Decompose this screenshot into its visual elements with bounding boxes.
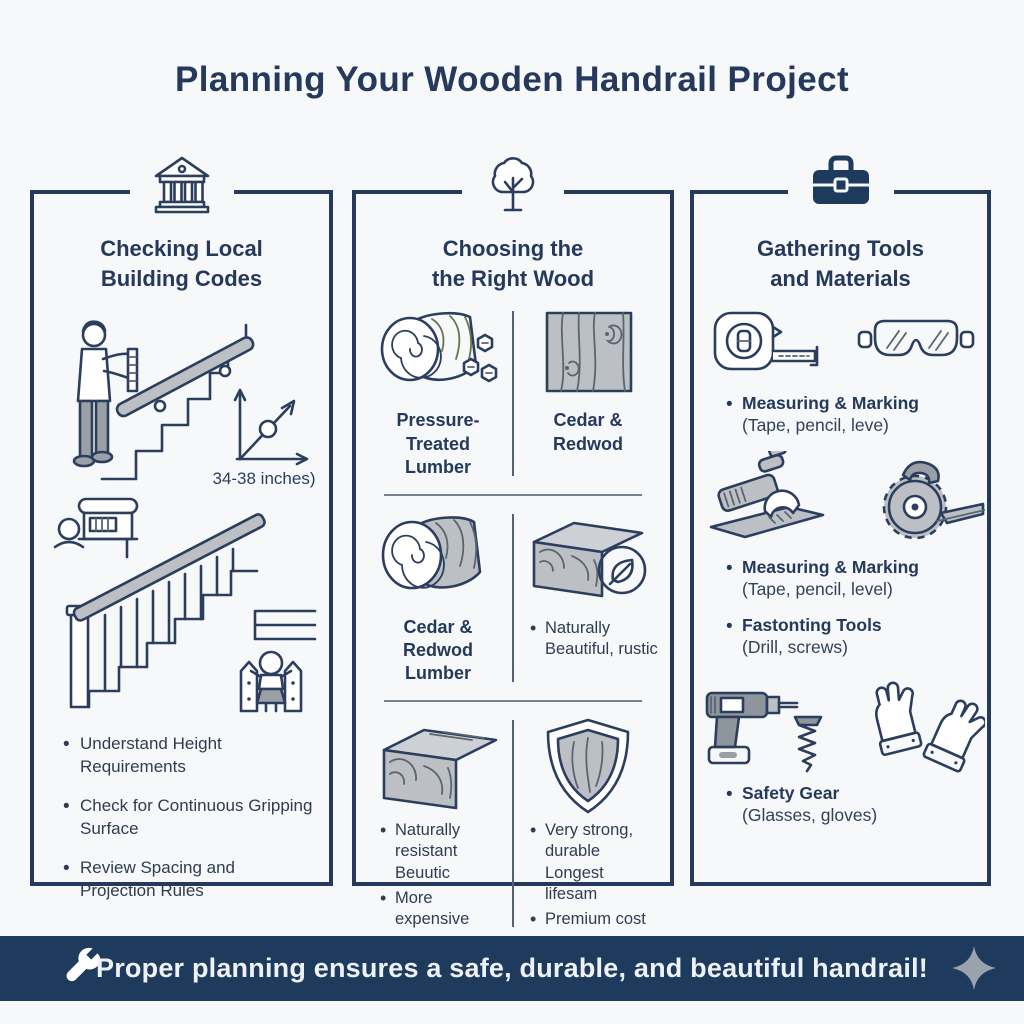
cedar-lumber-label: Cedar & Redwod Lumber xyxy=(403,616,473,684)
cutting-icons xyxy=(694,451,987,549)
toolbox-icon xyxy=(787,152,894,210)
drill-and-screw-icon xyxy=(705,691,822,772)
safety-goggles-icon xyxy=(857,320,974,357)
wood-block-icon xyxy=(382,728,498,810)
premium-bullet: Premium cost xyxy=(530,908,646,932)
resistant-bullet: Naturally resistant Beuutic xyxy=(380,819,510,884)
wood-block-leaf-icon xyxy=(532,521,647,597)
natural-beauty-cell: Naturally Beautiful, rustic xyxy=(516,510,660,686)
codes-bullet-list: Understand Height Requirements Check for… xyxy=(34,732,319,902)
power-saw-icon xyxy=(709,451,824,539)
wood-row-3: Naturally resistant Beuutic More expensi… xyxy=(356,702,670,935)
measuring-handrail-illustration: 34-38 inches) xyxy=(44,309,320,489)
codes-bullet: Check for Continuous Gripping Surface xyxy=(63,794,313,840)
tool-item-safety: Safety Gear (Glasses, gloves) xyxy=(726,783,973,827)
wood-shield-icon xyxy=(546,718,630,814)
treated-log-icon xyxy=(380,312,498,383)
strong-bullet: Very strong, durable Longest lifesam xyxy=(530,819,660,906)
tool-item-measuring-2: Measuring & Marking (Tape, pencil, level… xyxy=(726,557,973,601)
measuring-icons xyxy=(694,307,987,385)
permit-desk-icon xyxy=(53,498,138,559)
cedar-log-cell: Cedar & Redwod Lumber xyxy=(366,510,510,686)
cedar-redwood-label: Cedar & Redwod xyxy=(553,410,623,454)
hardwood-cell: Naturally resistant Beuutic More expensi… xyxy=(366,716,510,931)
vertical-divider xyxy=(512,719,514,927)
pressure-treated-cell: Pressure-Treated Lumber xyxy=(366,307,510,479)
expensive-bullet: More expensive xyxy=(380,887,510,931)
footer-message: Proper planning ensures a safe, durable,… xyxy=(96,953,928,983)
gray-log-icon xyxy=(381,515,482,589)
column-title-wood: Choosing the the Right Wood xyxy=(431,236,595,291)
column-title-codes: Checking Local Building Codes xyxy=(100,236,263,291)
tool-item-measuring-1: Measuring & Marking (Tape, pencil, leve) xyxy=(726,393,973,437)
circular-saw-icon xyxy=(882,460,985,540)
column-choosing-wood: Choosing the the Right Wood Pressure-Tre… xyxy=(352,152,674,932)
durable-cell: Very strong, durable Longest lifesam Pre… xyxy=(516,716,660,932)
footer-banner: Proper planning ensures a safe, durable,… xyxy=(0,936,1024,1001)
wood-grain-panel-icon xyxy=(545,312,633,393)
tape-measure-icon xyxy=(713,312,818,371)
column-tools-materials: Gathering Tools and Materials Measuring … xyxy=(690,152,991,886)
tree-icon xyxy=(462,152,564,216)
wood-row-2: Cedar & Redwod Lumber Naturally Beautifu… xyxy=(356,496,670,690)
height-range-label: 34-38 inches) xyxy=(212,469,316,489)
column-title-tools: Gathering Tools and Materials xyxy=(756,236,925,291)
bank-icon xyxy=(129,152,234,214)
safety-icons xyxy=(694,673,987,775)
cedar-panel-cell: Cedar & Redwod xyxy=(516,307,660,479)
wood-row-1: Pressure-Treated Lumber Cedar & Redwod xyxy=(356,293,670,483)
staircase-illustration xyxy=(43,493,321,721)
fence-gate-icon xyxy=(239,651,302,713)
row-separator xyxy=(384,699,642,702)
pressure-treated-label: Pressure-Treated Lumber xyxy=(396,410,480,478)
vertical-divider xyxy=(512,513,514,682)
page-title: Planning Your Wooden Handrail Project xyxy=(174,60,850,99)
tool-item-fastening: Fastonting Tools (Drill, screws) xyxy=(726,615,973,659)
work-gloves-icon xyxy=(874,681,985,773)
vertical-divider xyxy=(512,311,514,476)
naturally-beautiful-bullet: Naturally Beautiful, rustic xyxy=(530,617,658,661)
sparkle-icon xyxy=(950,944,998,992)
wrench-icon xyxy=(62,946,108,992)
row-separator xyxy=(384,493,642,496)
codes-bullet: Review Spacing and Projection Rules xyxy=(63,856,313,902)
column-building-codes: Checking Local Building Codes xyxy=(30,152,333,900)
codes-bullet: Understand Height Requirements xyxy=(63,732,313,778)
